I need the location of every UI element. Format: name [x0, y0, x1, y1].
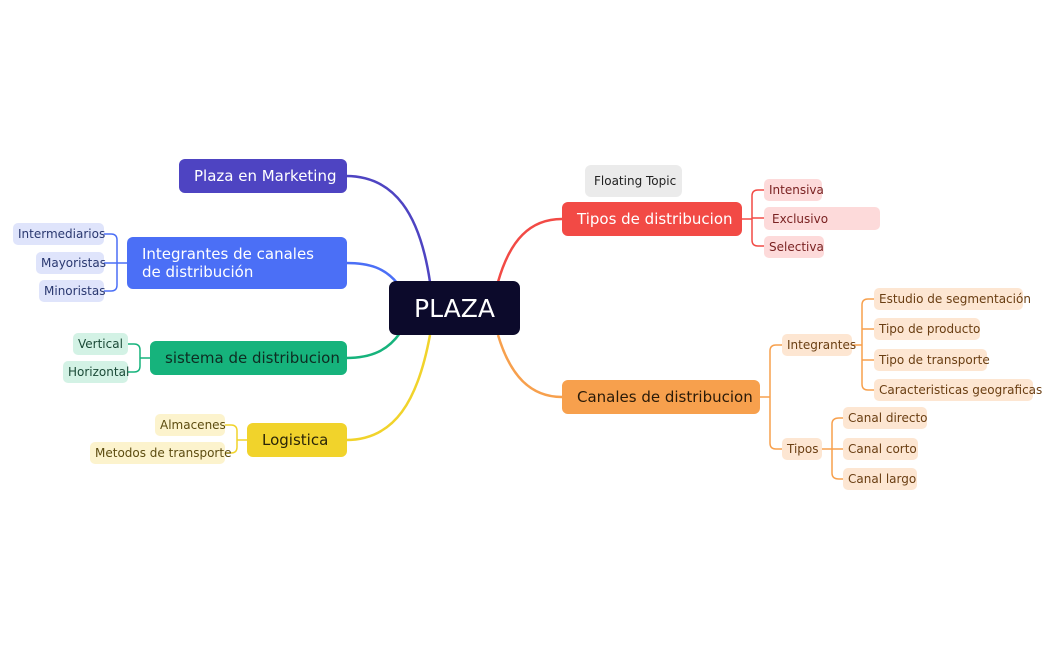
subtopic-metodos-transporte[interactable]: Metodos de transporte	[90, 442, 231, 464]
subtopic-vertical[interactable]: Vertical	[73, 333, 128, 355]
connector-integrantes-children	[102, 233, 127, 292]
subtopic-intensiva[interactable]: Intensiva	[764, 179, 824, 201]
subtopic-integrantes[interactable]: Integrantes	[782, 334, 856, 356]
subtopic-estudio-segmentacion[interactable]: Estudio de segmentación	[874, 288, 1031, 310]
topic-logistica[interactable]: Logistica	[247, 423, 347, 457]
connector-tipos	[496, 217, 563, 283]
subtopic-mayoristas[interactable]: Mayoristas	[36, 252, 106, 274]
subtopic-tipos[interactable]: Tipos	[782, 438, 822, 460]
connector-canales	[496, 334, 563, 399]
subtopic-horizontal[interactable]: Horizontal	[63, 361, 129, 383]
topic-integrantes-canales[interactable]: Integrantes de canales de distribución	[127, 237, 347, 289]
topic-sistema-distribucion[interactable]: sistema de distribucion	[150, 341, 347, 375]
subtopic-tipo-producto[interactable]: Tipo de producto	[874, 318, 980, 340]
connector-logistica	[345, 334, 432, 442]
connector-sistema	[345, 332, 402, 360]
connector-canales-children	[760, 298, 874, 480]
subtopic-canal-directo[interactable]: Canal directo	[843, 407, 928, 429]
subtopic-caracteristicas-geograficas[interactable]: Caracteristicas geograficas	[874, 379, 1042, 401]
connector-plaza-marketing	[345, 174, 432, 283]
topic-canales-distribucion[interactable]: Canales de distribucion	[562, 380, 760, 414]
subtopic-selectiva[interactable]: Selectiva	[764, 236, 824, 258]
subtopic-canal-largo[interactable]: Canal largo	[843, 468, 917, 490]
topic-tipos-distribucion[interactable]: Tipos de distribucion	[562, 202, 742, 236]
subtopic-minoristas[interactable]: Minoristas	[39, 280, 105, 302]
subtopic-intermediarios[interactable]: Intermediarios	[13, 223, 105, 245]
central-topic-plaza[interactable]: PLAZA	[389, 281, 520, 335]
connector-sistema-children	[128, 343, 150, 373]
connector-tipos-children	[742, 189, 764, 247]
connector-integrantes	[345, 261, 399, 285]
subtopic-almacenes[interactable]: Almacenes	[155, 414, 226, 436]
topic-plaza-en-marketing[interactable]: Plaza en Marketing	[179, 159, 347, 193]
floating-topic[interactable]: Floating Topic	[585, 165, 682, 197]
subtopic-canal-corto[interactable]: Canal corto	[843, 438, 918, 460]
connector-logistica-children	[225, 424, 247, 454]
subtopic-exclusivo[interactable]: Exclusivo	[764, 207, 880, 230]
subtopic-tipo-transporte[interactable]: Tipo de transporte	[874, 349, 990, 371]
